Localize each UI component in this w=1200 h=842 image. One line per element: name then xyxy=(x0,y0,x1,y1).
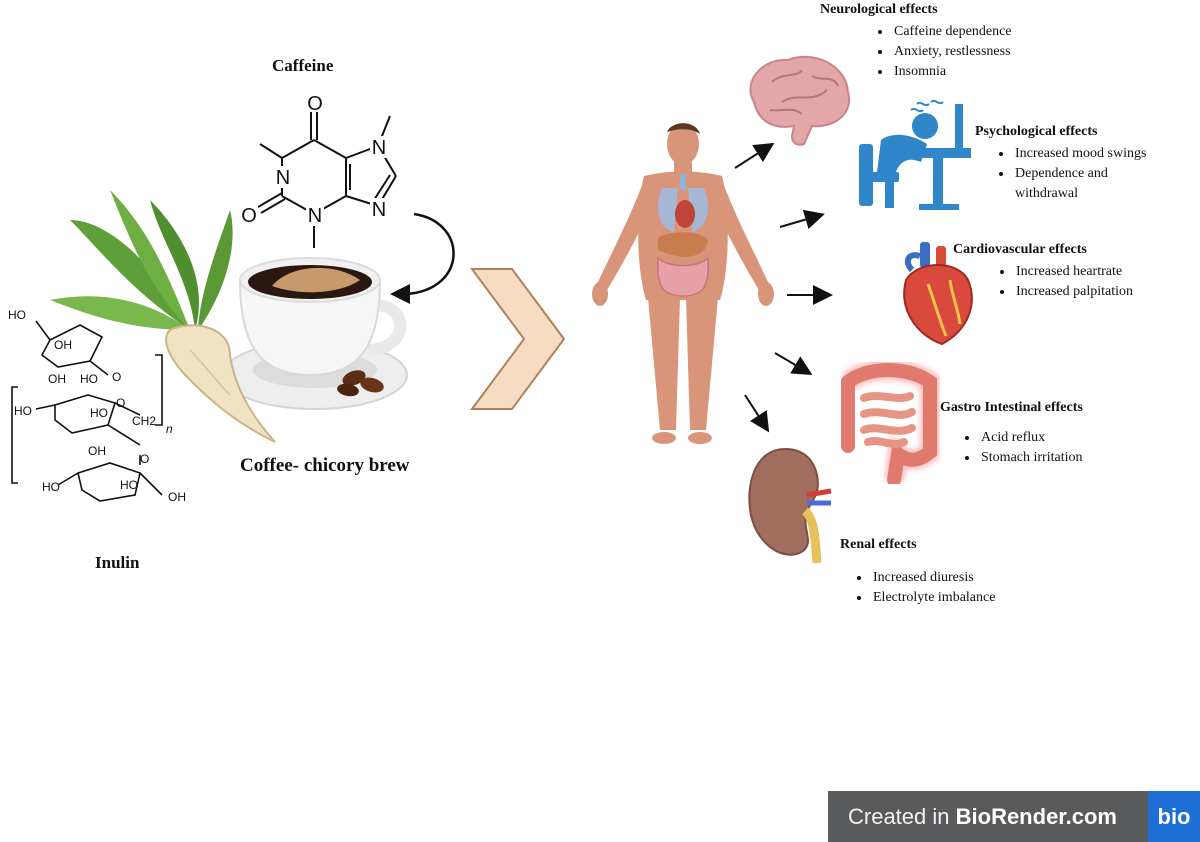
stressed-person-icon xyxy=(859,100,971,210)
caffeine-atom-o: O xyxy=(241,205,257,227)
list-item: Dependence and withdrawal xyxy=(1013,164,1140,204)
caffeine-atom-o: O xyxy=(307,93,323,115)
coffee-cup-icon xyxy=(222,257,408,410)
caffeine-title: Caffeine xyxy=(272,56,334,75)
psychological-effects-list: Increased mood swings Dependence and wit… xyxy=(995,144,1200,204)
heart-icon xyxy=(903,242,973,346)
inulin-label: OH xyxy=(88,444,106,458)
inulin-structure: HO OH OH HO HO HO CH2 OH HO HO OH OH n O… xyxy=(8,308,186,504)
brain-icon xyxy=(749,55,851,146)
list-item: Electrolyte imbalance xyxy=(871,588,995,608)
inulin-label: O xyxy=(140,452,149,466)
arrow-icon xyxy=(734,142,775,169)
inulin-label: HO xyxy=(8,308,26,322)
biorender-badge-text: Created in BioRender.com xyxy=(828,804,1117,830)
kidney-icon xyxy=(748,447,832,563)
arrow-icon xyxy=(774,352,813,376)
list-item: Increased heartrate xyxy=(1014,262,1133,282)
caffeine-atom-n: N xyxy=(308,205,322,227)
inulin-label: CH2 xyxy=(132,414,156,428)
inulin-label: OH xyxy=(54,338,72,352)
inulin-label: HO xyxy=(120,478,138,492)
inulin-label: HO xyxy=(90,406,108,420)
neurological-effects-list: Caffeine dependence Anxiety, restlessnes… xyxy=(874,22,1012,82)
arrow-icon xyxy=(744,394,770,433)
gastro-intestinal-effects-title: Gastro Intestinal effects xyxy=(940,400,1083,415)
cardiovascular-effects-title: Cardiovascular effects xyxy=(953,242,1087,257)
inulin-label: HO xyxy=(14,404,32,418)
caffeine-structure: O N N O N N xyxy=(240,92,397,248)
caffeine-atom-n: N xyxy=(276,167,290,189)
caffeine-atom-n: N xyxy=(372,199,386,221)
inulin-label: n xyxy=(166,422,173,436)
chicory-root-icon xyxy=(50,190,276,443)
neurological-effects-title: Neurological effects xyxy=(820,2,938,17)
badge-brand: BioRender.com xyxy=(955,803,1117,829)
list-item: Increased mood swings xyxy=(1013,144,1200,164)
arrow-icon xyxy=(779,209,825,230)
badge-prefix: Created in xyxy=(848,803,956,829)
cardiovascular-effects-list: Increased heartrate Increased palpitatio… xyxy=(996,262,1133,302)
list-item: Anxiety, restlessness xyxy=(892,42,1012,62)
gastro-intestinal-effects-list: Acid reflux Stomach irritation xyxy=(961,428,1082,468)
inulin-label: HO xyxy=(80,372,98,386)
list-item: Acid reflux xyxy=(979,428,1082,448)
inulin-label: HO xyxy=(42,480,60,494)
intestine-icon xyxy=(841,362,940,484)
list-item: Increased diuresis xyxy=(871,568,995,588)
psychological-effects-title: Psychological effects xyxy=(975,124,1098,139)
human-body-icon xyxy=(592,123,774,444)
list-item: Caffeine dependence xyxy=(892,22,1012,42)
caffeine-atom-n: N xyxy=(372,137,386,159)
list-item: Stomach irritation xyxy=(979,448,1082,468)
inulin-label: OH xyxy=(168,490,186,504)
biorender-logo-icon: bio xyxy=(1148,791,1200,842)
curved-arrow-icon xyxy=(390,212,455,304)
list-item: Increased palpitation xyxy=(1014,282,1133,302)
chevron-right-icon xyxy=(470,268,566,410)
renal-effects-title: Renal effects xyxy=(840,537,917,552)
inulin-label: OH xyxy=(48,372,66,386)
renal-effects-list: Increased diuresis Electrolyte imbalance xyxy=(853,568,995,608)
biorender-badge[interactable]: Created in BioRender.com bio xyxy=(828,791,1200,842)
arrow-icons xyxy=(734,142,833,433)
brew-title: Coffee- chicory brew xyxy=(240,455,410,476)
inulin-title: Inulin xyxy=(95,553,140,572)
inulin-label: O xyxy=(112,370,121,384)
inulin-label: O xyxy=(116,396,125,410)
list-item: Insomnia xyxy=(892,62,1012,82)
